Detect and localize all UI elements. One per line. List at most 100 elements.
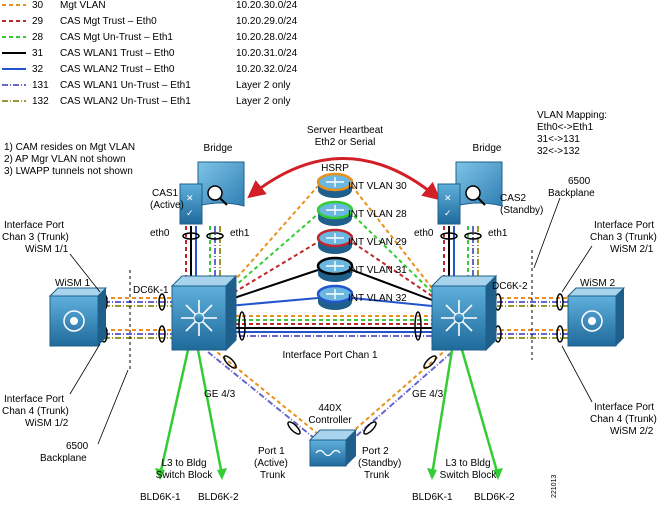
iface-tl: Interface Port Chan 3 (Trunk) WiSM 1/1 bbox=[2, 220, 69, 255]
wism1-icon bbox=[48, 287, 108, 347]
router-icon bbox=[316, 256, 354, 282]
vlan-mapping-line: 32<->132 bbox=[537, 146, 580, 157]
svg-text:✕: ✕ bbox=[444, 193, 452, 203]
router-label: INT VLAN 32 bbox=[348, 293, 407, 304]
svg-text:Chan 4 (Trunk): Chan 4 (Trunk) bbox=[590, 414, 657, 425]
port1-mode: Trunk bbox=[260, 470, 286, 481]
router-icon bbox=[316, 228, 354, 254]
legend-vlan-id: 131 bbox=[32, 80, 49, 91]
svg-text:✓: ✓ bbox=[444, 208, 452, 218]
legend: 30 Mgt VLAN 10.20.30.0/24 29 CAS Mgt Trust –… bbox=[2, 0, 298, 107]
backplane-right-line1: 6500 bbox=[568, 176, 591, 187]
port2-mode: Trunk bbox=[364, 470, 390, 481]
cas2-icon: ✕ ✓ bbox=[437, 183, 461, 225]
vlan-mapping-title: VLAN Mapping: bbox=[537, 110, 607, 121]
legend-vlan-name: CAS WLAN1 Un-Trust – Eth1 bbox=[60, 80, 191, 91]
port2-status: (Standby) bbox=[358, 458, 401, 469]
router-icon bbox=[316, 172, 354, 198]
router-label: INT VLAN 29 bbox=[348, 237, 407, 248]
cas2-eth0-label: eth0 bbox=[414, 228, 434, 239]
iface-bl: Interface Port Chan 4 (Trunk) WiSM 1/2 bbox=[2, 394, 69, 429]
bld-label: BLD6K-2 bbox=[474, 492, 515, 503]
bridge-left-icon bbox=[197, 161, 245, 207]
bridge-right-label: Bridge bbox=[473, 143, 502, 154]
l3-right-line1: L3 to Bldg bbox=[445, 458, 490, 469]
vlan-mapping-line: Eth0<->Eth1 bbox=[537, 122, 594, 133]
cas2-status: (Standby) bbox=[500, 205, 543, 216]
router-label: INT VLAN 30 bbox=[348, 181, 407, 192]
legend-vlan-subnet: 10.20.30.0/24 bbox=[236, 0, 298, 11]
svg-text:WiSM 2/1: WiSM 2/1 bbox=[610, 244, 654, 255]
iface-tr: Interface Port Chan 3 (Trunk) WiSM 2/1 bbox=[590, 220, 657, 255]
l3-right-line2: Switch Block bbox=[440, 470, 498, 481]
vlan-mapping-line: 31<->131 bbox=[537, 134, 580, 145]
bld-label: BLD6K-2 bbox=[198, 492, 239, 503]
legend-vlan-name: CAS WLAN1 Trust – Eth0 bbox=[60, 48, 175, 59]
dc6k2-switch-icon bbox=[430, 274, 498, 352]
dc6k1-label: DC6K-1 bbox=[133, 285, 169, 296]
controller-label: Controller bbox=[308, 415, 352, 426]
port2-label: Port 2 bbox=[362, 446, 389, 457]
router-label: INT VLAN 28 bbox=[348, 209, 407, 220]
wism1-label: WiSM 1 bbox=[55, 278, 90, 289]
router-icon bbox=[316, 200, 354, 226]
cas1-icon: ✕ ✓ bbox=[179, 183, 203, 225]
l3-left-line2: Switch Block bbox=[156, 470, 214, 481]
bridge-right-icon bbox=[455, 161, 503, 207]
note-2: 2) AP Mgr VLAN not shown bbox=[4, 154, 126, 165]
svg-text:Chan 3 (Trunk): Chan 3 (Trunk) bbox=[2, 232, 69, 243]
port1-status: (Active) bbox=[254, 458, 288, 469]
legend-vlan-id: 30 bbox=[32, 0, 44, 11]
heartbeat-title: Server Heartbeat bbox=[307, 125, 383, 136]
router-label: INT VLAN 31 bbox=[348, 265, 407, 276]
ge-left-label: GE 4/3 bbox=[204, 389, 236, 400]
svg-text:WiSM 1/2: WiSM 1/2 bbox=[25, 418, 69, 429]
svg-text:Interface Port: Interface Port bbox=[4, 220, 64, 231]
note-3: 3) LWAPP tunnels not shown bbox=[4, 166, 133, 177]
router-icon bbox=[316, 284, 354, 310]
notes: 1) CAM resides on Mgt VLAN 2) AP Mgr VLA… bbox=[4, 142, 135, 177]
svg-text:WiSM 1/1: WiSM 1/1 bbox=[25, 244, 69, 255]
legend-vlan-subnet: 10.20.31.0/24 bbox=[236, 48, 298, 59]
legend-vlan-subnet: 10.20.28.0/24 bbox=[236, 32, 298, 43]
bld-label: BLD6K-1 bbox=[140, 492, 181, 503]
controller-model: 440X bbox=[318, 403, 342, 414]
figure-id: 221013 bbox=[551, 475, 558, 498]
bridge-left-label: Bridge bbox=[204, 143, 233, 154]
legend-vlan-id: 31 bbox=[32, 48, 44, 59]
l3-left-line1: L3 to Bldg bbox=[161, 458, 206, 469]
legend-vlan-subnet: Layer 2 only bbox=[236, 96, 290, 107]
dc6k1-switch-icon bbox=[170, 274, 238, 352]
iface-br: Interface Port Chan 4 (Trunk) WiSM 2/2 bbox=[590, 402, 657, 437]
legend-vlan-id: 28 bbox=[32, 32, 44, 43]
bld-label: BLD6K-1 bbox=[412, 492, 453, 503]
svg-text:Chan 4 (Trunk): Chan 4 (Trunk) bbox=[2, 406, 69, 417]
dc6k2-label: DC6K-2 bbox=[492, 281, 528, 292]
svg-text:Interface Port: Interface Port bbox=[594, 220, 654, 231]
legend-vlan-subnet: 10.20.29.0/24 bbox=[236, 16, 298, 27]
legend-vlan-subnet: 10.20.32.0/24 bbox=[236, 64, 298, 75]
vlan-mapping: VLAN Mapping: Eth0<->Eth1 31<->131 32<->… bbox=[537, 110, 607, 157]
cas1-status: (Active) bbox=[150, 200, 184, 211]
svg-text:Chan 3 (Trunk): Chan 3 (Trunk) bbox=[590, 232, 657, 243]
legend-vlan-name: CAS Mgt Trust – Eth0 bbox=[60, 16, 157, 27]
hsrp-routers: INT VLAN 30 INT VLAN 28 INT VLAN 29 INT VLA… bbox=[316, 172, 407, 310]
iface-chan1-label: Interface Port Chan 1 bbox=[282, 350, 377, 361]
backplane-right-line2: Backplane bbox=[548, 188, 595, 199]
svg-text:Interface Port: Interface Port bbox=[594, 402, 654, 413]
svg-text:✓: ✓ bbox=[186, 208, 194, 218]
wism2-icon bbox=[566, 287, 626, 347]
cas1-eth1-label: eth1 bbox=[230, 228, 250, 239]
backplane-left-line2: Backplane bbox=[40, 453, 87, 464]
note-1: 1) CAM resides on Mgt VLAN bbox=[4, 142, 135, 153]
legend-vlan-id: 32 bbox=[32, 64, 44, 75]
wism2-label: WiSM 2 bbox=[580, 278, 615, 289]
legend-vlan-id: 29 bbox=[32, 16, 44, 27]
svg-text:Interface Port: Interface Port bbox=[4, 394, 64, 405]
legend-vlan-name: Mgt VLAN bbox=[60, 0, 106, 11]
legend-vlan-subnet: Layer 2 only bbox=[236, 80, 290, 91]
heartbeat-arrow bbox=[247, 157, 441, 201]
cas1-eth0-label: eth0 bbox=[150, 228, 170, 239]
svg-text:✕: ✕ bbox=[186, 193, 194, 203]
